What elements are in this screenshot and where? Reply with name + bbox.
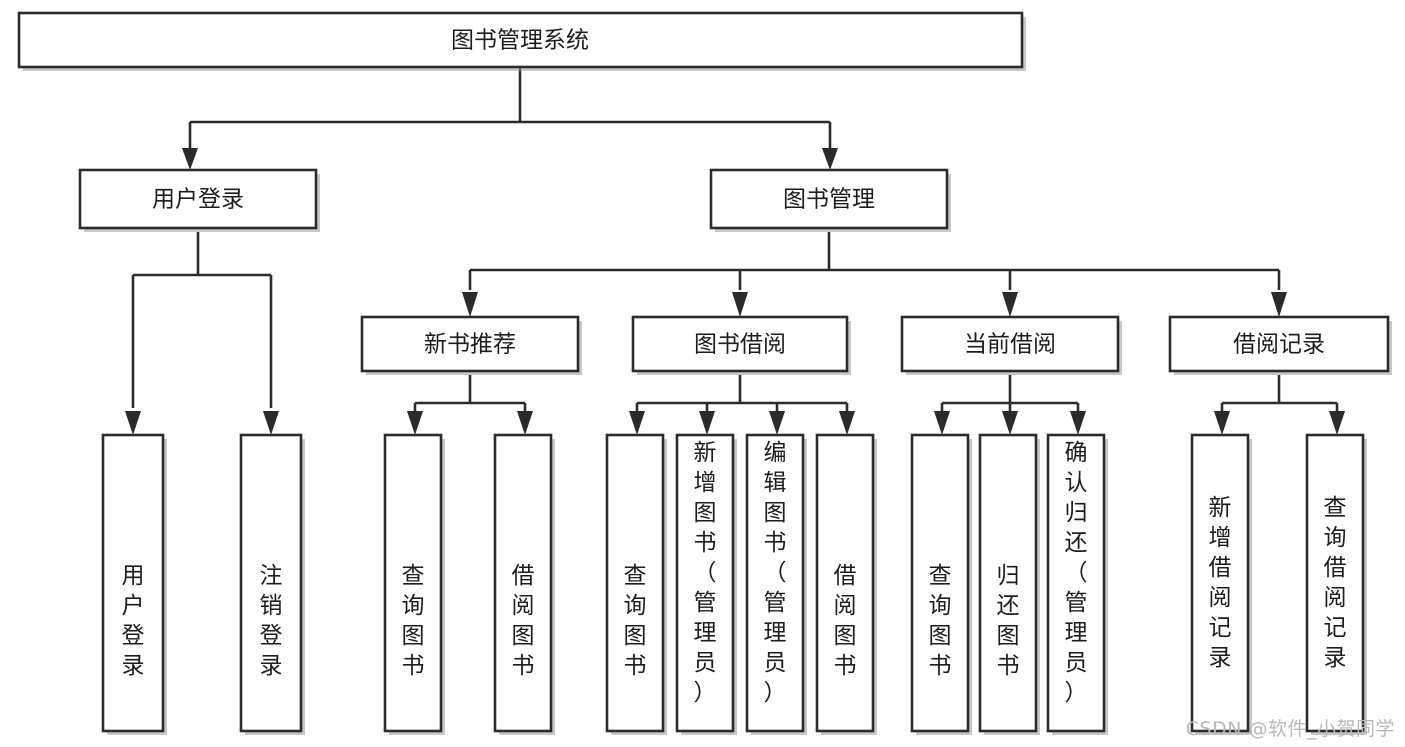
node-leaf-query-book-2[interactable]: 查询图书 bbox=[605, 433, 667, 735]
arrow-book-borrow-leaf-4 bbox=[839, 411, 855, 435]
edge-root-to-level2 bbox=[188, 67, 832, 156]
arrow-to-book-borrow bbox=[732, 292, 748, 317]
arrow-root-to-book-manage bbox=[822, 148, 838, 170]
node-leaf-query-book-1[interactable]: 查询图书 bbox=[383, 433, 445, 735]
arrow-borrow-record-leaf-1 bbox=[1214, 411, 1230, 435]
edge-current-borrow-to-leaves bbox=[940, 375, 1080, 412]
node-leaf-query-book-2-box bbox=[605, 433, 665, 733]
arrow-new-book-rec-leaf-2 bbox=[517, 411, 533, 435]
node-leaf-borrow-book-1-box bbox=[493, 433, 553, 733]
node-leaf-confirm-return-box bbox=[1046, 433, 1106, 733]
node-leaf-user-login-label: 用户登录 bbox=[122, 563, 145, 679]
node-leaf-query-book-3[interactable]: 查询图书 bbox=[910, 433, 972, 735]
node-current-borrow-box bbox=[900, 315, 1120, 373]
arrow-current-borrow-leaf-1 bbox=[934, 411, 950, 435]
node-leaf-add-book[interactable]: 新增图书（管理员） bbox=[675, 433, 737, 735]
arrow-current-borrow-leaf-3 bbox=[1070, 411, 1086, 435]
node-borrow-record-label: 借阅记录 bbox=[1233, 332, 1325, 358]
node-leaf-logout-box bbox=[239, 433, 303, 733]
node-leaf-query-book-2-label: 查询图书 bbox=[624, 563, 647, 679]
node-new-book-rec-box bbox=[360, 315, 580, 373]
arrow-book-borrow-leaf-3 bbox=[769, 411, 785, 435]
node-leaf-add-book-label: 新增图书（管理员） bbox=[694, 440, 717, 706]
node-leaf-confirm-return[interactable]: 确认归还（管理员） bbox=[1046, 433, 1108, 735]
edge-book-borrow-to-leaves bbox=[635, 375, 849, 412]
edge-borrow-record-to-leaves bbox=[1220, 375, 1339, 412]
node-leaf-query-book-1-label: 查询图书 bbox=[402, 563, 425, 679]
node-root-label: 图书管理系统 bbox=[451, 28, 589, 54]
node-leaf-edit-book-label: 编辑图书（管理员） bbox=[764, 440, 787, 706]
edge-new-book-rec-to-leaves bbox=[413, 375, 527, 412]
node-leaf-add-record[interactable]: 新增借阅记录 bbox=[1190, 433, 1252, 735]
node-leaf-logout-label: 注销登录 bbox=[260, 563, 283, 679]
node-leaf-logout[interactable]: 注销登录 bbox=[239, 433, 305, 735]
csdn-watermark: CSDN @软件_小贺同学 bbox=[1185, 718, 1395, 740]
node-leaf-borrow-book-2[interactable]: 借阅图书 bbox=[815, 433, 877, 735]
node-root-box bbox=[17, 11, 1024, 69]
node-borrow-record[interactable]: 借阅记录 bbox=[1168, 315, 1392, 375]
node-leaf-return-book-label: 归还图书 bbox=[997, 563, 1020, 679]
arrow-new-book-rec-leaf-1 bbox=[407, 411, 423, 435]
node-leaf-add-record-box bbox=[1190, 433, 1250, 733]
node-root[interactable]: 图书管理系统 bbox=[17, 11, 1026, 71]
arrow-user-login-leaf-2 bbox=[263, 411, 279, 435]
node-leaf-query-book-1-box bbox=[383, 433, 443, 733]
node-book-borrow[interactable]: 图书借阅 bbox=[631, 315, 851, 375]
node-book-manage-box bbox=[709, 168, 949, 230]
node-current-borrow-label: 当前借阅 bbox=[964, 332, 1056, 358]
node-user-login-label: 用户登录 bbox=[152, 187, 244, 213]
node-book-manage[interactable]: 图书管理 bbox=[709, 168, 951, 232]
node-new-book-rec-label: 新书推荐 bbox=[424, 332, 516, 358]
arrow-user-login-leaf-1 bbox=[125, 411, 141, 435]
node-current-borrow[interactable]: 当前借阅 bbox=[900, 315, 1122, 375]
node-leaf-query-record[interactable]: 查询借阅记录 bbox=[1305, 433, 1367, 735]
node-user-login[interactable]: 用户登录 bbox=[78, 168, 320, 232]
node-leaf-edit-book-box bbox=[745, 433, 805, 733]
node-leaf-query-book-3-label: 查询图书 bbox=[929, 563, 952, 679]
node-leaf-borrow-book-2-label: 借阅图书 bbox=[834, 563, 857, 679]
node-new-book-rec[interactable]: 新书推荐 bbox=[360, 315, 582, 375]
arrow-to-current-borrow bbox=[1002, 292, 1018, 317]
node-book-borrow-label: 图书借阅 bbox=[694, 332, 786, 358]
node-borrow-record-box bbox=[1168, 315, 1390, 373]
node-leaf-borrow-book-2-box bbox=[815, 433, 875, 733]
node-leaf-query-record-label: 查询借阅记录 bbox=[1324, 495, 1347, 671]
node-leaf-query-record-box bbox=[1305, 433, 1365, 733]
node-leaf-borrow-book-1-label: 借阅图书 bbox=[512, 563, 535, 679]
node-leaf-confirm-return-label: 确认归还（管理员） bbox=[1065, 440, 1088, 706]
node-book-borrow-box bbox=[631, 315, 849, 373]
connector-layer bbox=[125, 67, 1345, 435]
arrow-borrow-record-leaf-2 bbox=[1329, 411, 1345, 435]
node-leaf-return-book[interactable]: 归还图书 bbox=[978, 433, 1040, 735]
arrow-book-borrow-leaf-1 bbox=[629, 411, 645, 435]
arrow-book-borrow-leaf-2 bbox=[699, 411, 715, 435]
node-leaf-add-book-box bbox=[675, 433, 735, 733]
arrow-to-new-book-rec bbox=[462, 292, 478, 317]
arrow-to-borrow-record bbox=[1271, 292, 1287, 317]
node-leaf-add-record-label: 新增借阅记录 bbox=[1209, 495, 1232, 671]
node-leaf-query-book-3-box bbox=[910, 433, 970, 733]
node-leaf-user-login-box bbox=[101, 433, 165, 733]
node-leaf-borrow-book-1[interactable]: 借阅图书 bbox=[493, 433, 555, 735]
edge-book-manage-to-level3 bbox=[468, 232, 1281, 290]
node-leaf-edit-book[interactable]: 编辑图书（管理员） bbox=[745, 433, 807, 735]
node-user-login-box bbox=[78, 168, 318, 230]
edge-user-login-to-leaves bbox=[131, 232, 273, 408]
node-leaf-return-book-box bbox=[978, 433, 1038, 733]
node-leaf-user-login[interactable]: 用户登录 bbox=[101, 433, 167, 735]
arrow-root-to-user-login bbox=[182, 148, 198, 170]
arrow-current-borrow-leaf-2 bbox=[1002, 411, 1018, 435]
node-book-manage-label: 图书管理 bbox=[783, 187, 875, 213]
